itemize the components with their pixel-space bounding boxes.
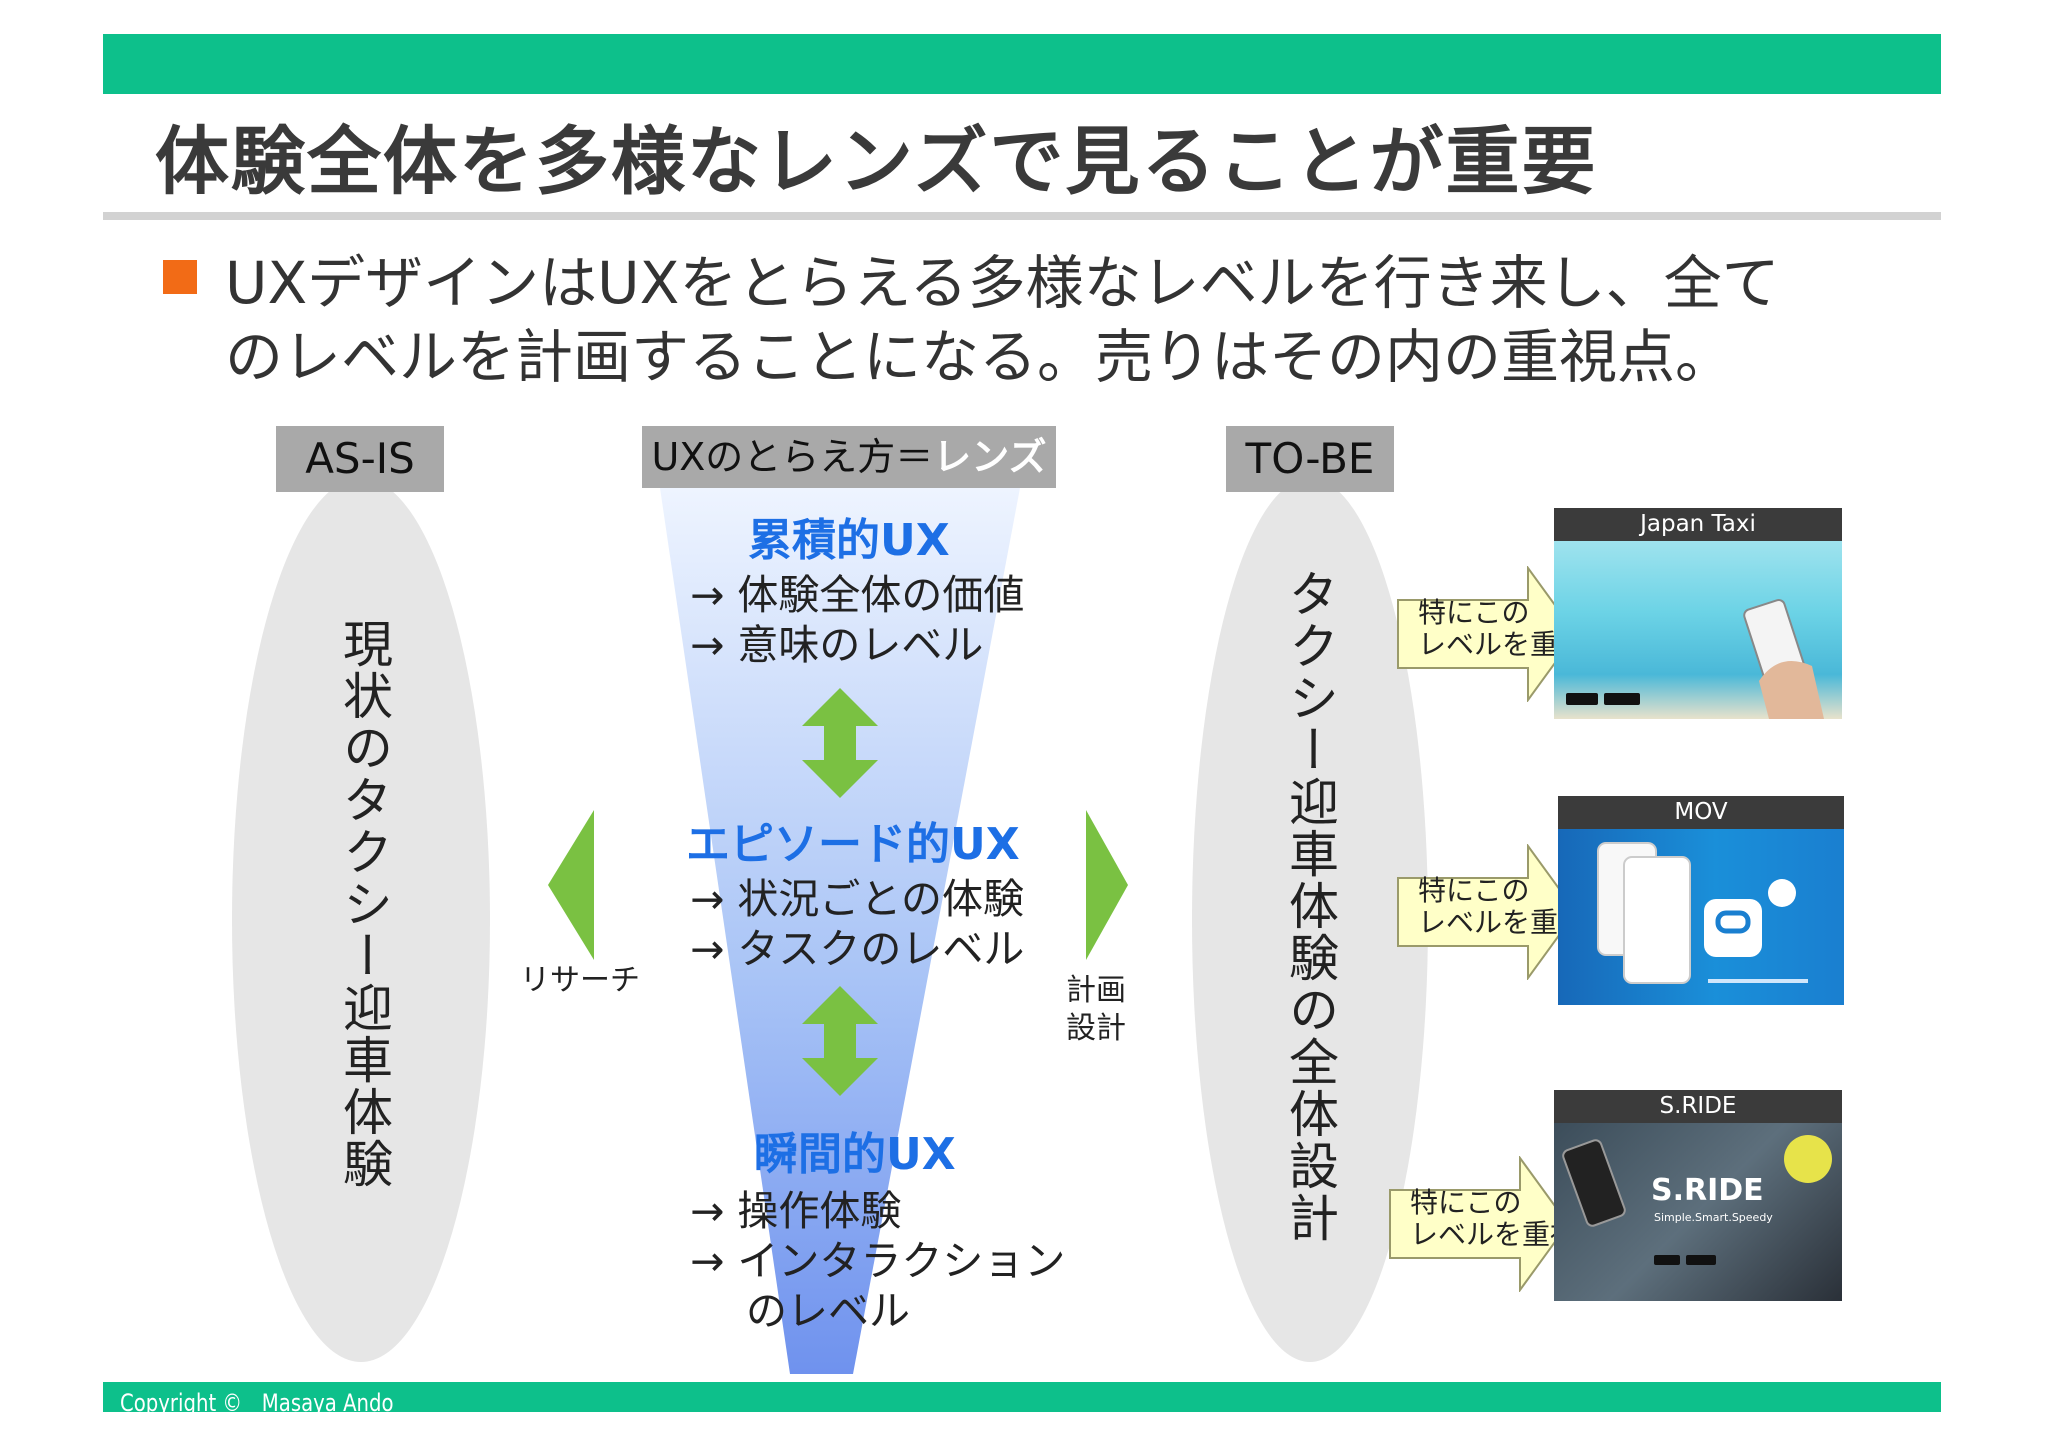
bottom-accent-bar [103,1382,1941,1412]
bullet-square-icon [163,260,197,294]
sride-tagline: Simple.Smart.Speedy [1654,1211,1773,1224]
callout-line-1: 特にこの [1418,874,1530,907]
plan-label-line-1: 計画 [1066,973,1126,1008]
research-arrow-icon [548,810,594,960]
level-moment-title: 瞬間的UX [754,1129,956,1180]
sride-logo: S.RIDE [1651,1173,1764,1208]
mov-app-icon [1597,842,1808,984]
callout-arrow [1389,1156,1570,1292]
lead-text-line-2: のレベルを計画することになる。売りはその内の重視点。 [225,323,1734,391]
callout-line-2: レベルを重視 [1410,1218,1579,1251]
plan-label-line-2: 設計 [1066,1011,1126,1046]
level-cumulative-item: → 体験全体の価値 [690,571,1025,619]
level-moment-item: のレベル [746,1287,910,1335]
copyright-text: Copyright © Masaya Ando [120,1389,394,1417]
callout-arrow [1397,566,1578,702]
title-divider [103,212,1941,220]
double-arrow-icon [802,986,878,1096]
level-cumulative-item: → 意味のレベル [690,621,984,669]
plan-label: 計画 設計 [1066,972,1126,1048]
level-episode-item: → タスクのレベル [690,925,1025,973]
lead-text-line-1: UXデザインはUXをとらえる多様なレベルを行き来し、全て [225,249,1780,317]
double-arrow-icon [802,688,878,798]
phone-in-hand-icon [1562,1135,1832,1265]
japan-taxi-screenshot [1554,541,1842,719]
phone-in-hand-icon [1566,599,1824,719]
as-is-tag: AS-IS [276,426,444,492]
sride-header: S.RIDE [1554,1090,1842,1123]
mov-screenshot [1558,829,1844,1005]
to-be-tag: TO-BE [1226,426,1394,492]
to-be-ellipse [1192,478,1428,1362]
lens-funnel [660,488,1020,1374]
lens-tag: UXのとらえ方＝レンズ [642,426,1056,488]
slide-title: 体験全体を多様なレンズで見ることが重要 [155,119,1598,205]
callout-line-1: 特にこの [1410,1186,1522,1219]
top-accent-bar [103,34,1941,94]
sride-screenshot: S.RIDE Simple.Smart.Speedy [1554,1123,1842,1301]
lens-tag-prefix: UXのとらえ方＝ [651,435,934,479]
to-be-vertical-text: タクシー迎車体験の全体設計 [1281,568,1339,1244]
level-moment-item: → インタラクション [690,1237,1066,1285]
mov-header: MOV [1558,796,1844,829]
level-moment-item: → 操作体験 [690,1187,902,1235]
plan-arrow-icon [1086,810,1128,960]
lens-tag-bold: レンズ [933,435,1047,479]
level-cumulative-title: 累積的UX [748,515,950,566]
as-is-vertical-text: 現状のタクシー迎車体験 [335,618,393,1190]
level-episode-item: → 状況ごとの体験 [690,875,1024,923]
callout-text: 特にこの レベルを重視 [1410,1187,1578,1251]
as-is-ellipse [232,478,490,1362]
callout-line-1: 特にこの [1418,596,1530,629]
level-episode-title: エピソード的UX [686,819,1020,870]
japan-taxi-header: Japan Taxi [1554,508,1842,541]
research-label: リサーチ [520,963,640,998]
callout-arrow [1397,844,1578,980]
